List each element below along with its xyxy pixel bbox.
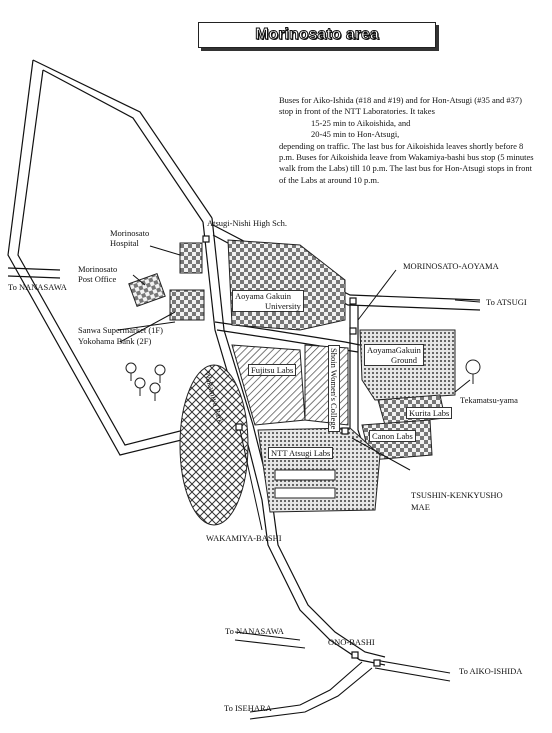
label-ntt: NTT Atsugi Labs — [268, 447, 334, 459]
map-title-box: Morinosato area — [198, 22, 436, 48]
label-wakamiya-bashi: WAKAMIYA-BASHI — [206, 533, 282, 543]
supermarket-building — [169, 289, 205, 321]
label-aoyama-ground-1: AoyamaGakuin — [367, 345, 421, 355]
wakamiya-park — [179, 364, 249, 526]
label-tekamatsu: Tekamatsu-yama — [460, 395, 518, 405]
label-ono-bashi: ONO-BASHI — [328, 637, 375, 647]
label-aoyama-univ-2: University — [265, 301, 301, 311]
pointer-arrows — [117, 245, 481, 531]
road-to-nanasawa-west — [7, 267, 61, 279]
hospital-building — [179, 242, 203, 274]
label-shoin: Shoin Women's College — [328, 345, 340, 433]
label-post-2: Post Office — [78, 274, 117, 284]
label-to-nanasawa-bottom: To NANASAWA — [225, 626, 284, 636]
ntt-building-2 — [274, 487, 336, 499]
label-to-nanasawa-west: To NANASAWA — [8, 282, 67, 292]
ntt-building-1 — [274, 469, 336, 481]
notes-line-1: Buses for Aiko-Ishida (#18 and #19) and … — [279, 95, 522, 117]
bus-notes: Buses for Aiko-Ishida (#18 and #19) and … — [279, 95, 537, 186]
label-to-atsugi: To ATSUGI — [486, 297, 527, 307]
label-canon: Canon Labs — [369, 430, 416, 442]
label-yokohama: Yokohama Bank (2F) — [78, 336, 152, 346]
notes-line-3: 20-45 min to Hon-Atsugi, — [311, 129, 400, 140]
label-aoyama-ground-2: Ground — [391, 355, 417, 365]
main-road — [202, 217, 386, 666]
label-atsugi-nishi: Atsugi-Nishi High Sch. — [207, 218, 288, 228]
label-kurita: Kurita Labs — [406, 407, 453, 419]
label-to-isehara: To ISEHARA — [224, 703, 272, 713]
label-to-aiko-ishida: To AIKO-ISHIDA — [459, 666, 523, 676]
post-office-building — [128, 272, 166, 308]
label-sanwa: Sanwa Supermarket (1F) — [78, 325, 163, 335]
label-morinosato-aoyama: MORINOSATO-AOYAMA — [403, 261, 499, 271]
label-hospital-2: Hospital — [110, 238, 139, 248]
shoin-college-area — [304, 344, 349, 426]
label-tsushin-2: MAE — [411, 502, 430, 512]
label-aoyama-university: Aoyama Gakuin University — [232, 290, 304, 312]
south-branches — [234, 631, 451, 720]
aoyama-university-area — [227, 239, 346, 331]
label-aoyama-ground: AoyamaGakuin Ground — [364, 344, 424, 366]
notes-line-2: 15-25 min to Aikoishida, and — [311, 117, 411, 128]
label-fujitsu: Fujitsu Labs — [248, 364, 297, 376]
label-post-1: Morinosato — [78, 264, 118, 274]
bus-stop-markers — [202, 235, 381, 667]
label-hospital-1: Morinosato — [110, 228, 150, 238]
label-aoyama-univ-1: Aoyama Gakuin — [235, 291, 291, 301]
map-title: Morinosato area — [255, 26, 380, 44]
label-tsushin-1: TSUSHIN-KENKYUSHO — [411, 490, 503, 500]
notes-line-4: depending on traffic. The last bus for A… — [279, 140, 534, 185]
tree-icons — [125, 359, 481, 401]
